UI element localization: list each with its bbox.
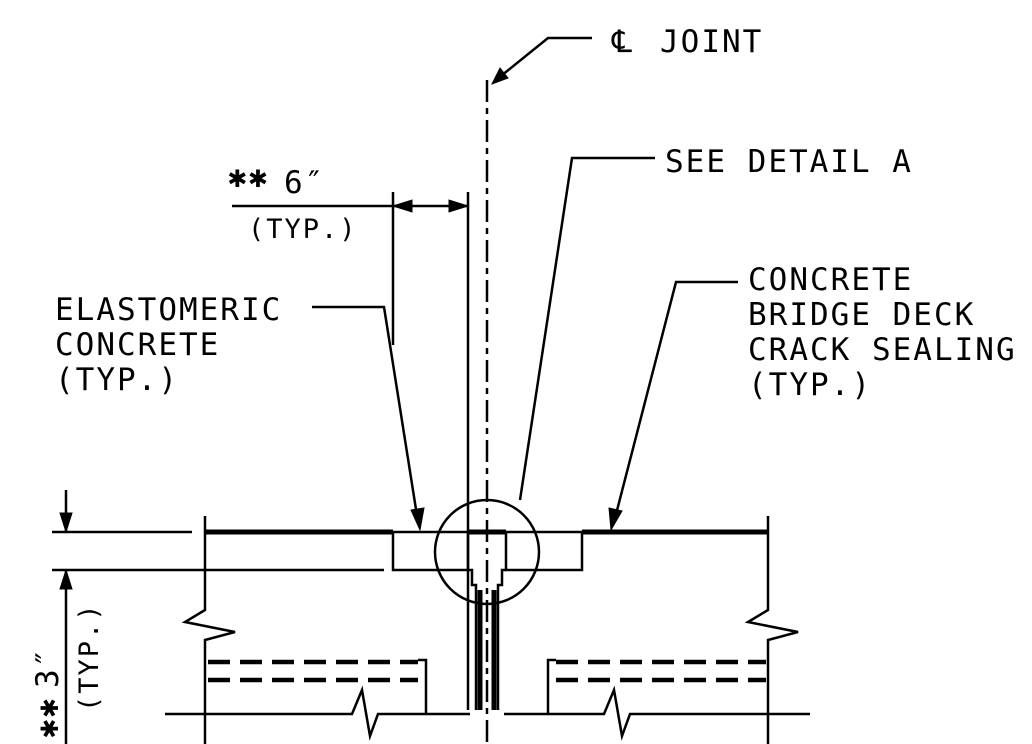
bottom-break-left [165,685,470,741]
sealing-label-line4: (TYP.) [748,367,872,403]
elastomeric-block-right [504,530,584,572]
dim-depth-value: 3″ [30,647,66,688]
cl-joint-label: JOINT [660,24,763,60]
dim-depth-arrowhead-top [59,512,73,534]
slab-left-break [181,516,236,744]
dim-width-arrow-left [391,199,413,213]
double-asterisk-depth: ✱✱ [30,697,66,738]
elastomeric-label-line1: ELASTOMERIC [55,292,282,328]
cl-joint-arrowhead [490,67,509,85]
slab-right-break [744,516,799,744]
elastomeric-block-left [391,530,470,572]
see-detail-leader [518,156,655,501]
elastomeric-label-line2: CONCRETE [55,327,220,363]
sealing-leader [612,280,738,523]
elastomeric-leader [312,305,420,523]
sealing-label-line2: BRIDGE DECK [748,297,975,333]
elastomeric-arrowhead [410,507,425,532]
see-detail-label: SEE DETAIL A [665,144,913,180]
sealing-label-line3: CRACK SEALING [748,332,1017,368]
double-asterisk-width: ✱✱ [228,159,269,195]
dim-width-value: 6″ [284,165,325,201]
rebar-hook-right [546,658,556,714]
bottom-break-right [504,685,810,741]
sealing-arrowhead [608,507,623,532]
dim-depth-arrowhead-bottom [59,568,73,590]
detail-a-circle [433,498,541,606]
rebar-hook-left [418,658,428,714]
cl-joint-leader [495,36,592,81]
dim-depth-typ: (TYP.) [74,602,105,712]
sealing-label-line1: CONCRETE [748,262,913,298]
dim-width-arrow-right [448,199,470,213]
joint-gap-left-edge [468,568,478,710]
elastomeric-label-line3: (TYP.) [55,362,179,398]
joint-gap-right-edge [496,568,506,710]
dim-width-typ: (TYP.) [248,214,358,245]
cl-symbol: ℄ [611,24,634,60]
